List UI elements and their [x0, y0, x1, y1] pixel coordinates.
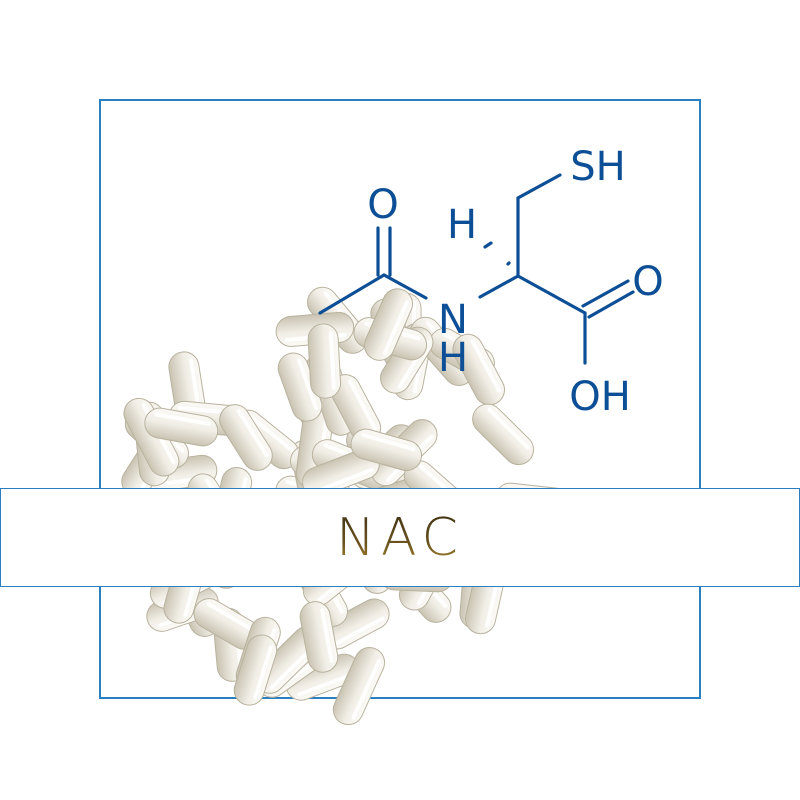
- capsule: [364, 288, 414, 361]
- capsule: [144, 407, 219, 447]
- atom-n: N: [438, 297, 468, 343]
- capsule: [472, 403, 535, 466]
- capsule: [332, 647, 386, 726]
- capsule: [452, 333, 505, 406]
- capsule: [299, 601, 339, 673]
- molecule-structure: [318, 173, 635, 365]
- capsule: [233, 634, 278, 706]
- capsule: [350, 428, 422, 472]
- square-frame: [99, 99, 701, 699]
- atom-o-carbonyl: O: [367, 182, 398, 228]
- capsule: [219, 404, 273, 471]
- title-banner: NAC: [0, 488, 800, 587]
- product-title: NAC: [336, 507, 464, 568]
- atom-h-amine: H: [438, 335, 468, 381]
- capsule: [307, 323, 342, 399]
- atom-sh: SH: [570, 144, 625, 190]
- atom-oh: OH: [569, 374, 631, 420]
- atom-o-acid: O: [632, 259, 663, 305]
- capsule: [193, 598, 260, 650]
- atom-h-alpha: H: [447, 202, 477, 248]
